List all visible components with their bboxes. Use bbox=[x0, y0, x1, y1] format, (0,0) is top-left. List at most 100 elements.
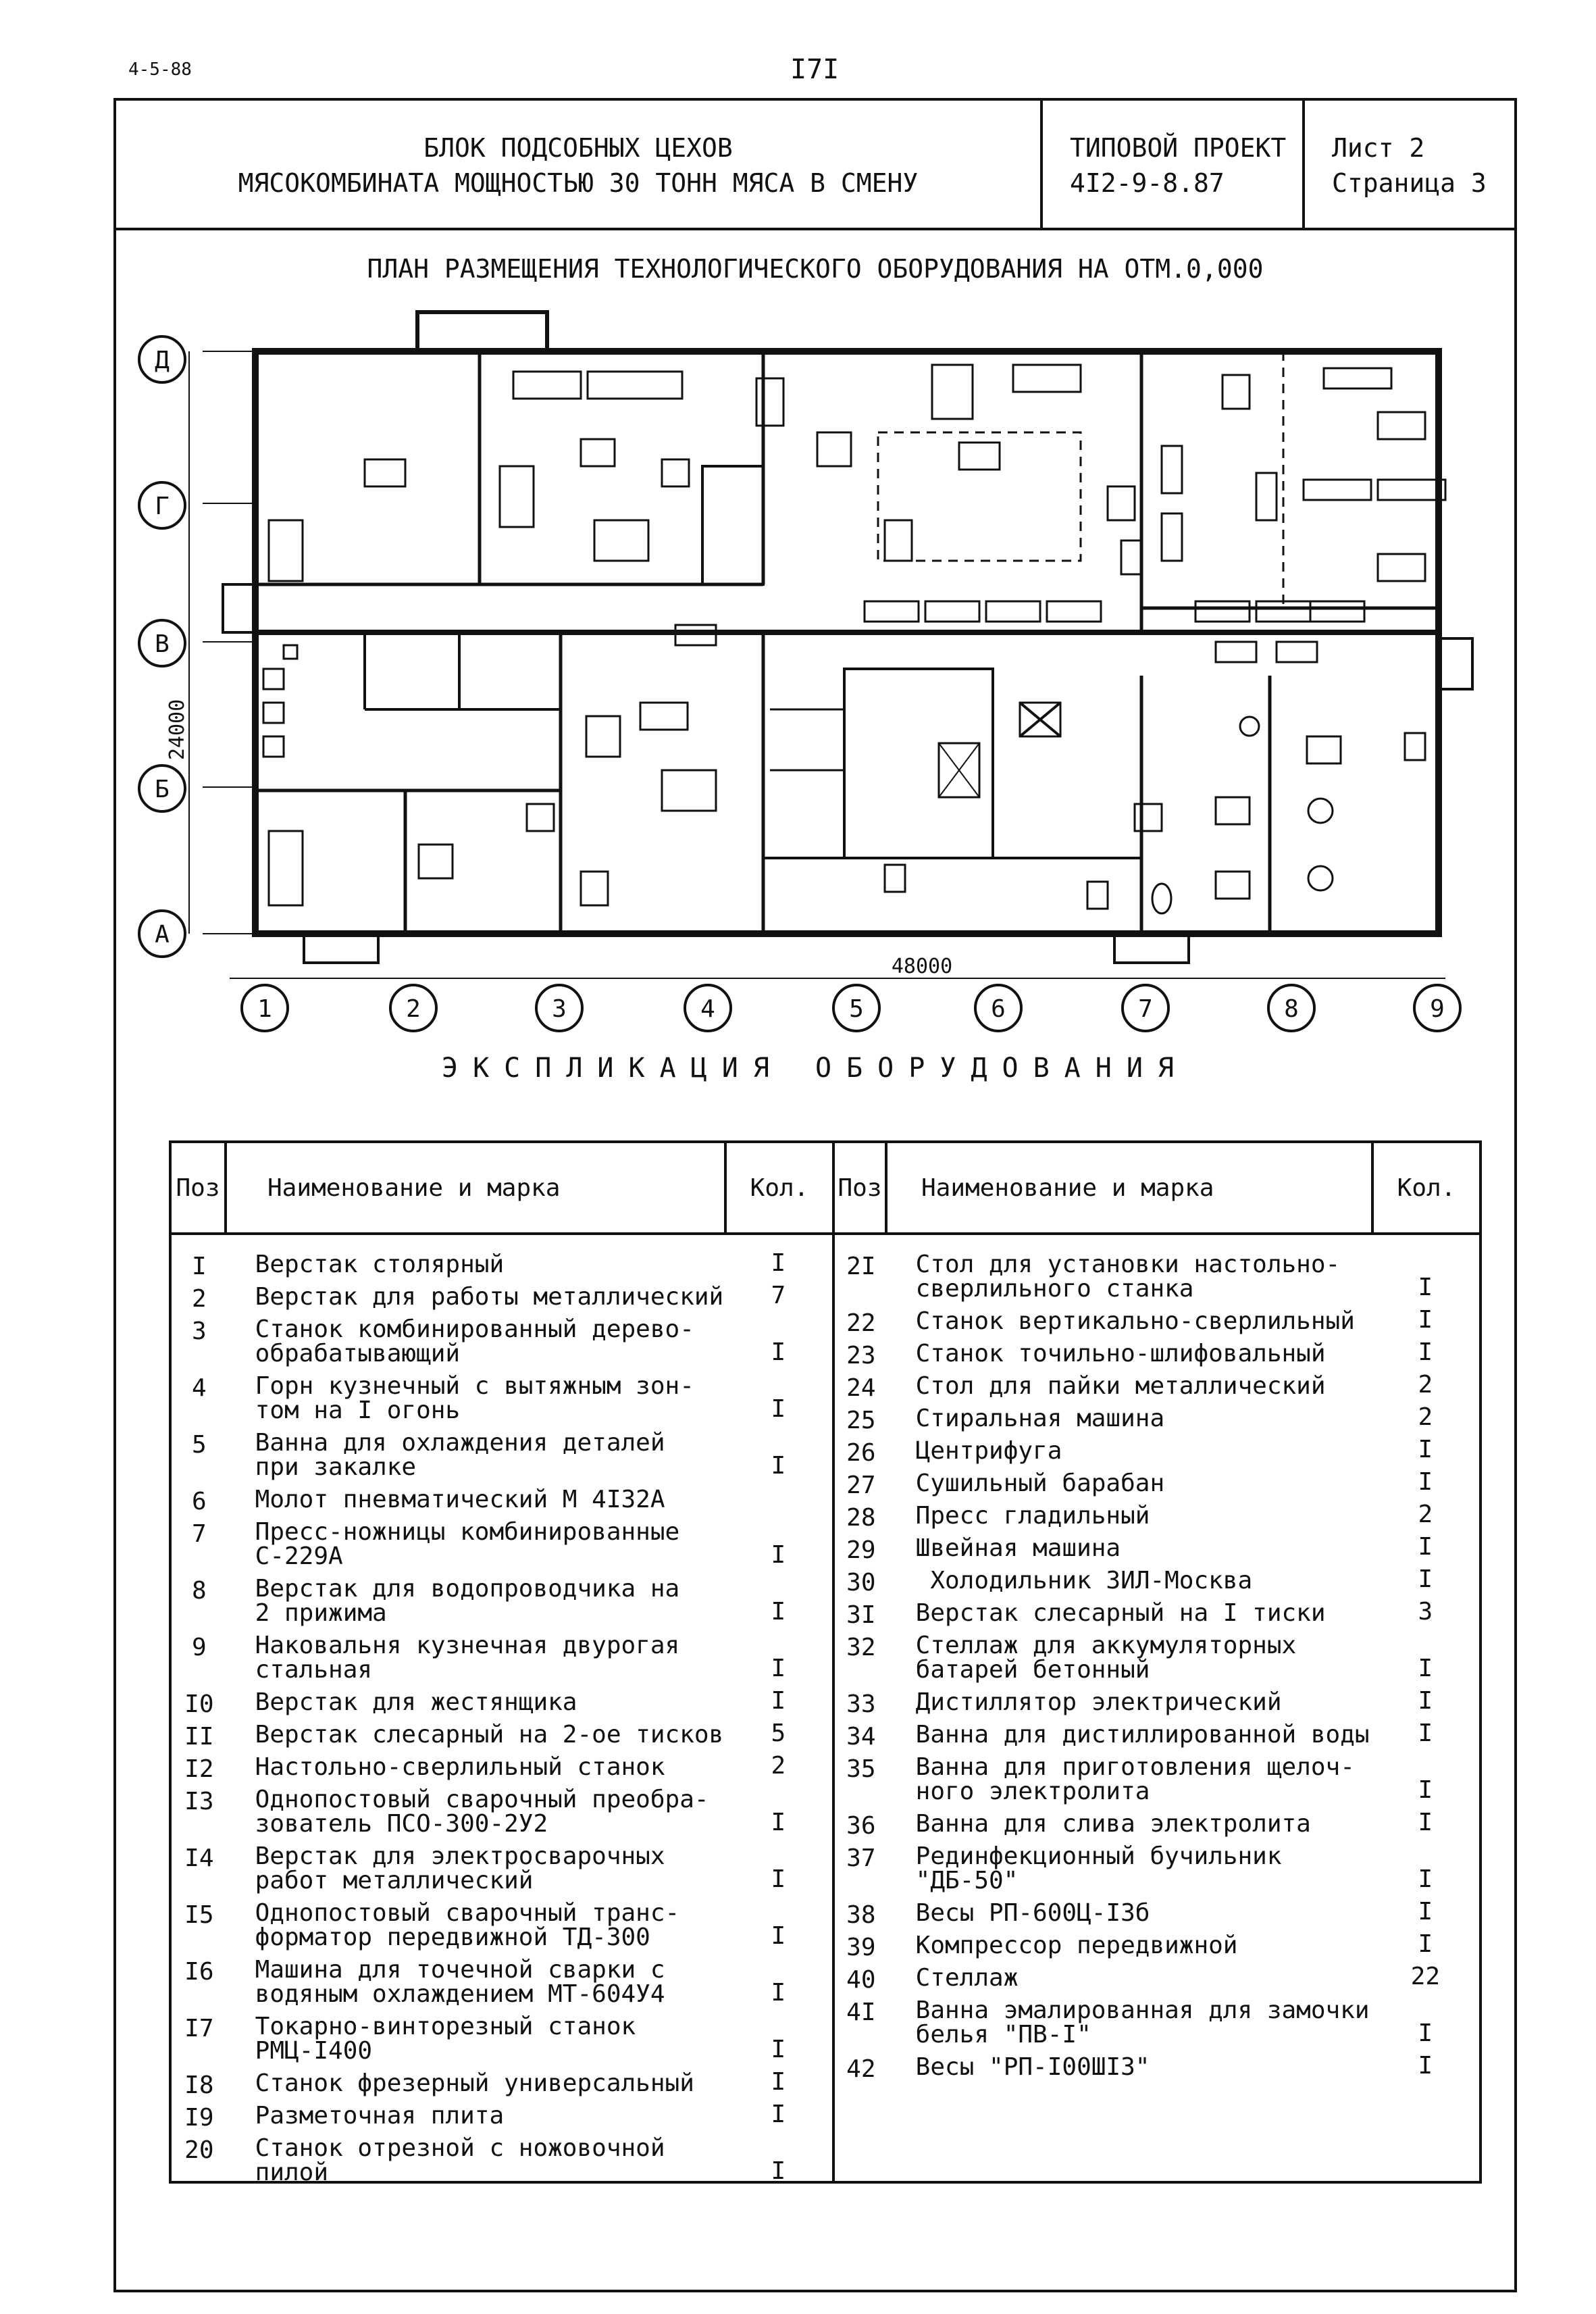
item-name-line: Верстак для жестянщика bbox=[255, 1688, 577, 1716]
outer-wall bbox=[252, 348, 1442, 937]
item-quantity: I bbox=[1418, 1533, 1433, 1561]
explication-title: ЭКСПЛИКАЦИЯ ОБОРУДОВАНИЯ bbox=[442, 1053, 1189, 1084]
item-position: 4 bbox=[191, 1374, 207, 1402]
item-quantity: I bbox=[771, 2157, 786, 2185]
item-position: I4 bbox=[184, 1844, 214, 1872]
item-quantity: 7 bbox=[771, 1282, 786, 1309]
item-quantity: I bbox=[771, 1922, 786, 1950]
item-quantity: I bbox=[771, 1452, 786, 1480]
item-quantity: I bbox=[771, 1655, 786, 1682]
item-name: Сушильный барабан bbox=[887, 1467, 1372, 1500]
project-cell: ТИПОВОЙ ПРОЕКТ 4I2-9-8.87 bbox=[1043, 101, 1305, 228]
item-quantity: I bbox=[771, 1338, 786, 1366]
item-position: I7 bbox=[184, 2015, 214, 2042]
item-name-line: Верстак для электросварочных bbox=[255, 1842, 665, 1870]
row-axis-marker: А bbox=[138, 909, 186, 958]
item-name-line: Настольно-сверлильный станок bbox=[255, 1753, 665, 1781]
row-axis-label: Г bbox=[155, 493, 170, 520]
item-name: Стол для установки настольно-сверлильног… bbox=[887, 1249, 1372, 1305]
item-position: 29 bbox=[846, 1536, 876, 1564]
item-quantity: I bbox=[771, 1979, 786, 2007]
item-name-line: Токарно-винторезный станок bbox=[255, 2013, 636, 2040]
item-name-line: форматор передвижной ТД-300 bbox=[255, 1923, 650, 1951]
item-name-line: Машина для точечной сварки с bbox=[255, 1956, 665, 1984]
list-item: I Верстак столярный I bbox=[172, 1249, 832, 1281]
item-quantity: I bbox=[771, 1249, 786, 1277]
item-position: I8 bbox=[184, 2071, 214, 2099]
item-name: Однопостовый сварочный транс-форматор пе… bbox=[227, 1897, 725, 1954]
sheet-cell: Лист 2 Страница 3 bbox=[1305, 101, 1514, 228]
item-name-line: Горн кузнечный с вытяжным зон- bbox=[255, 1372, 694, 1400]
item-position: I2 bbox=[184, 1755, 214, 1783]
item-name-line: водяным охлаждением МТ-604У4 bbox=[255, 1980, 665, 2008]
item-name-line: Верстак для водопроводчика на bbox=[255, 1575, 680, 1603]
item-name: Весы РП-600Ц-I3б bbox=[887, 1897, 1372, 1930]
item-position: 22 bbox=[846, 1309, 876, 1337]
column-axis-markers: 1 2 3 4 5 6 7 8 9 bbox=[240, 984, 1462, 1032]
height-dimension: 24000 bbox=[165, 699, 189, 760]
item-name-line: Верстак столярный bbox=[255, 1251, 505, 1278]
row-axis-marker: Б bbox=[138, 764, 186, 813]
item-name: Станок фрезерный универсальный bbox=[227, 2067, 725, 2100]
item-quantity: 5 bbox=[771, 1719, 786, 1747]
item-position: 3 bbox=[191, 1317, 207, 1345]
item-quantity: I bbox=[1418, 1436, 1433, 1463]
item-position: 7 bbox=[191, 1520, 207, 1548]
column-axis-label: 7 bbox=[1138, 995, 1153, 1023]
floor-plan: Д Г В Б А 24000 48000 1 2 3 4 5 bbox=[138, 310, 1474, 1032]
item-quantity: I bbox=[1418, 1468, 1433, 1496]
item-position: I6 bbox=[184, 1958, 214, 1986]
item-name: Дистиллятор электрический bbox=[887, 1686, 1372, 1719]
column-axis-label: 5 bbox=[849, 995, 864, 1023]
item-position: I bbox=[191, 1253, 207, 1280]
item-position: 6 bbox=[191, 1488, 207, 1515]
row-axis-marker: Г bbox=[138, 481, 186, 530]
column-axis-label: 3 bbox=[552, 995, 567, 1023]
item-name-line: белья "ПВ-I" bbox=[915, 2021, 1091, 2048]
item-quantity: I bbox=[1418, 1565, 1433, 1593]
explication-table: Поз Наименование и марка Кол. Поз Наимен… bbox=[169, 1140, 1482, 2185]
title-line-1: БЛОК ПОДСОБНЫХ ЦЕХОВ bbox=[423, 133, 733, 163]
item-quantity: I bbox=[1418, 2052, 1433, 2080]
item-name: Стеллаж bbox=[887, 1962, 1372, 1994]
item-name-line: Однопостовый сварочный транс- bbox=[255, 1899, 680, 1927]
item-name: Компрессор передвижной bbox=[887, 1930, 1372, 1962]
item-position: 38 bbox=[846, 1901, 876, 1929]
item-name-line: при закалке bbox=[255, 1453, 417, 1481]
item-quantity: 2 bbox=[1418, 1371, 1433, 1399]
item-name-line: Станок фрезерный универсальный bbox=[255, 2069, 694, 2097]
item-name-line: Наковальня кузнечная двурогая bbox=[255, 1632, 680, 1659]
item-position: 3I bbox=[846, 1601, 876, 1629]
item-position: 2I bbox=[846, 1253, 876, 1280]
item-name-line: Однопостовый сварочный преобра- bbox=[255, 1786, 709, 1813]
item-name-line: Холодильник ЗИЛ-Москва bbox=[915, 1567, 1253, 1594]
item-quantity: I bbox=[1418, 1930, 1433, 1958]
header-pos: Поз bbox=[169, 1140, 227, 1235]
item-name: Станок вертикально-сверлильный bbox=[887, 1305, 1372, 1338]
item-position: 8 bbox=[191, 1577, 207, 1605]
row-axis-label: Б bbox=[155, 776, 170, 803]
